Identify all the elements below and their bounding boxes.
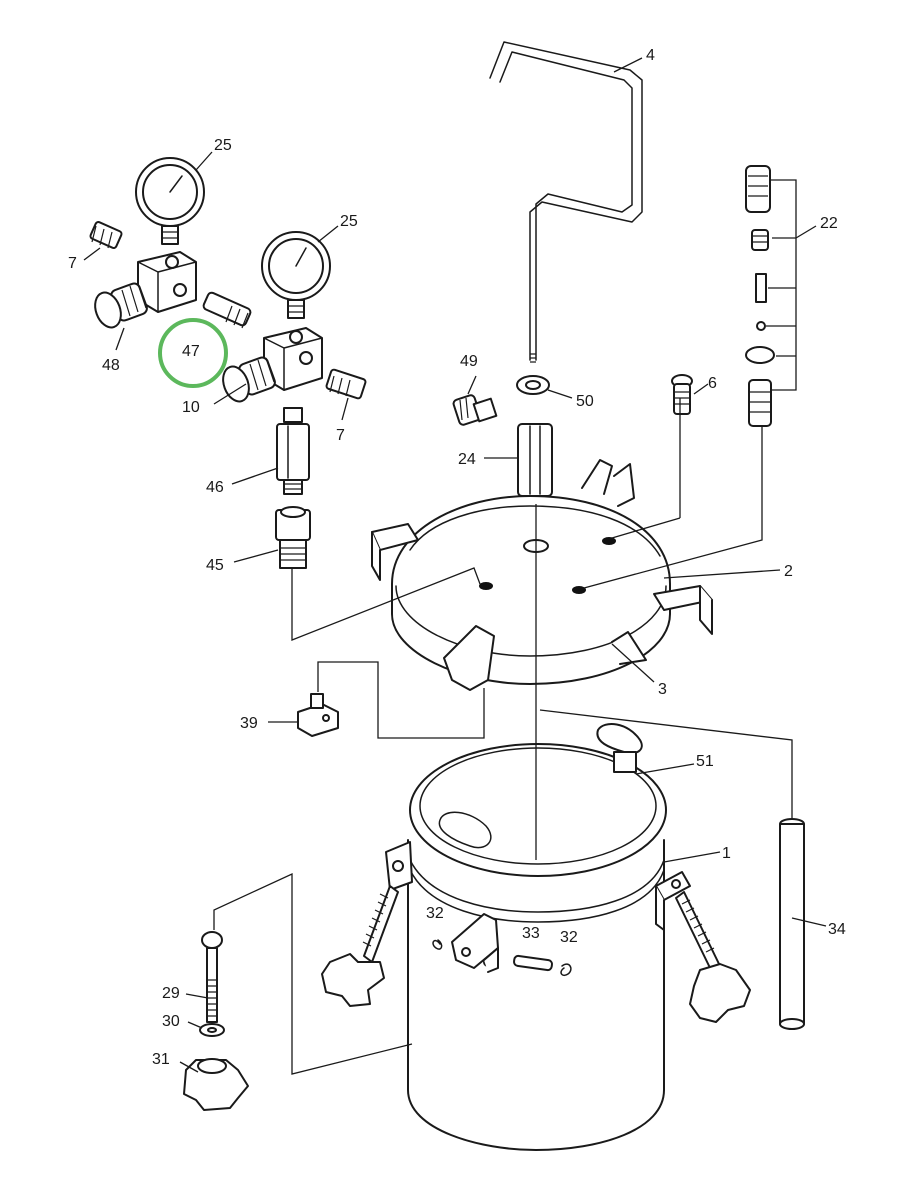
- callout-6: 6: [708, 375, 717, 392]
- fitting-right-part-7: [325, 368, 367, 400]
- valve-part-6: [671, 374, 693, 415]
- pressure-gauge-left-part-25: [135, 157, 205, 245]
- nut-part-50: [516, 375, 550, 395]
- fitting-part-49: [452, 394, 498, 426]
- pressure-gauge-right-part-25: [261, 231, 331, 319]
- regulator-knob-part-48: [94, 282, 148, 329]
- callout-45: 45: [206, 557, 224, 574]
- callout-51: 51: [696, 753, 714, 770]
- callout-30: 30: [162, 1013, 180, 1030]
- clip-part-32-right: [560, 963, 572, 977]
- lid-part-2: [371, 459, 713, 691]
- callout-32-left: 32: [426, 905, 444, 922]
- callout-10: 10: [182, 399, 200, 416]
- callout-7-right: 7: [336, 427, 345, 444]
- clamp-bolt-left: [321, 885, 399, 1007]
- callout-33: 33: [522, 925, 540, 942]
- callout-29: 29: [162, 985, 180, 1002]
- callout-47: 47: [182, 343, 200, 360]
- tube-part-34: [779, 818, 805, 1030]
- callout-3: 3: [658, 681, 667, 698]
- highlight-circle-47: [158, 318, 228, 388]
- callout-labels: 4 25 25 22 7 47 48 49 6 50 10 7 24 46 45…: [68, 47, 846, 1068]
- fitting-left-part-7: [89, 221, 123, 249]
- callout-22: 22: [820, 215, 838, 232]
- callout-50: 50: [576, 393, 594, 410]
- washer-part-30: [199, 1023, 225, 1037]
- regulator-right: [222, 327, 323, 403]
- nipple-part-46: [276, 407, 310, 495]
- connector-part-47: [202, 291, 252, 329]
- clip-part-32-left: [432, 939, 443, 950]
- callout-7-left: 7: [68, 255, 77, 272]
- callout-39: 39: [240, 715, 258, 732]
- callout-2: 2: [784, 563, 793, 580]
- tank-part-1: [385, 723, 691, 1151]
- handle-part-51: [596, 723, 643, 773]
- safety-valve-part-22: [745, 165, 797, 427]
- callout-34: 34: [828, 921, 846, 938]
- clamp-bolt-right: [675, 891, 751, 1023]
- regulator-left: [94, 251, 197, 329]
- knob-part-31: [183, 1058, 249, 1111]
- callout-25-left: 25: [214, 137, 232, 154]
- pickup-tube-part-4: [489, 41, 643, 363]
- callout-1: 1: [722, 845, 731, 862]
- callout-32-right: 32: [560, 929, 578, 946]
- coupler-part-45: [275, 506, 311, 569]
- callout-48: 48: [102, 357, 120, 374]
- callout-49: 49: [460, 353, 478, 370]
- hinge-bracket: [451, 913, 499, 973]
- callout-46: 46: [206, 479, 224, 496]
- callout-25-right: 25: [340, 213, 358, 230]
- fitting-part-39: [297, 693, 339, 737]
- eye-bolt-part-29: [201, 931, 223, 1023]
- callout-24: 24: [458, 451, 476, 468]
- leader-lines: [83, 57, 827, 1075]
- callout-31: 31: [152, 1051, 170, 1068]
- regulator-knob-part-10: [222, 356, 276, 403]
- pin-part-33: [513, 954, 553, 972]
- callout-4: 4: [646, 47, 655, 64]
